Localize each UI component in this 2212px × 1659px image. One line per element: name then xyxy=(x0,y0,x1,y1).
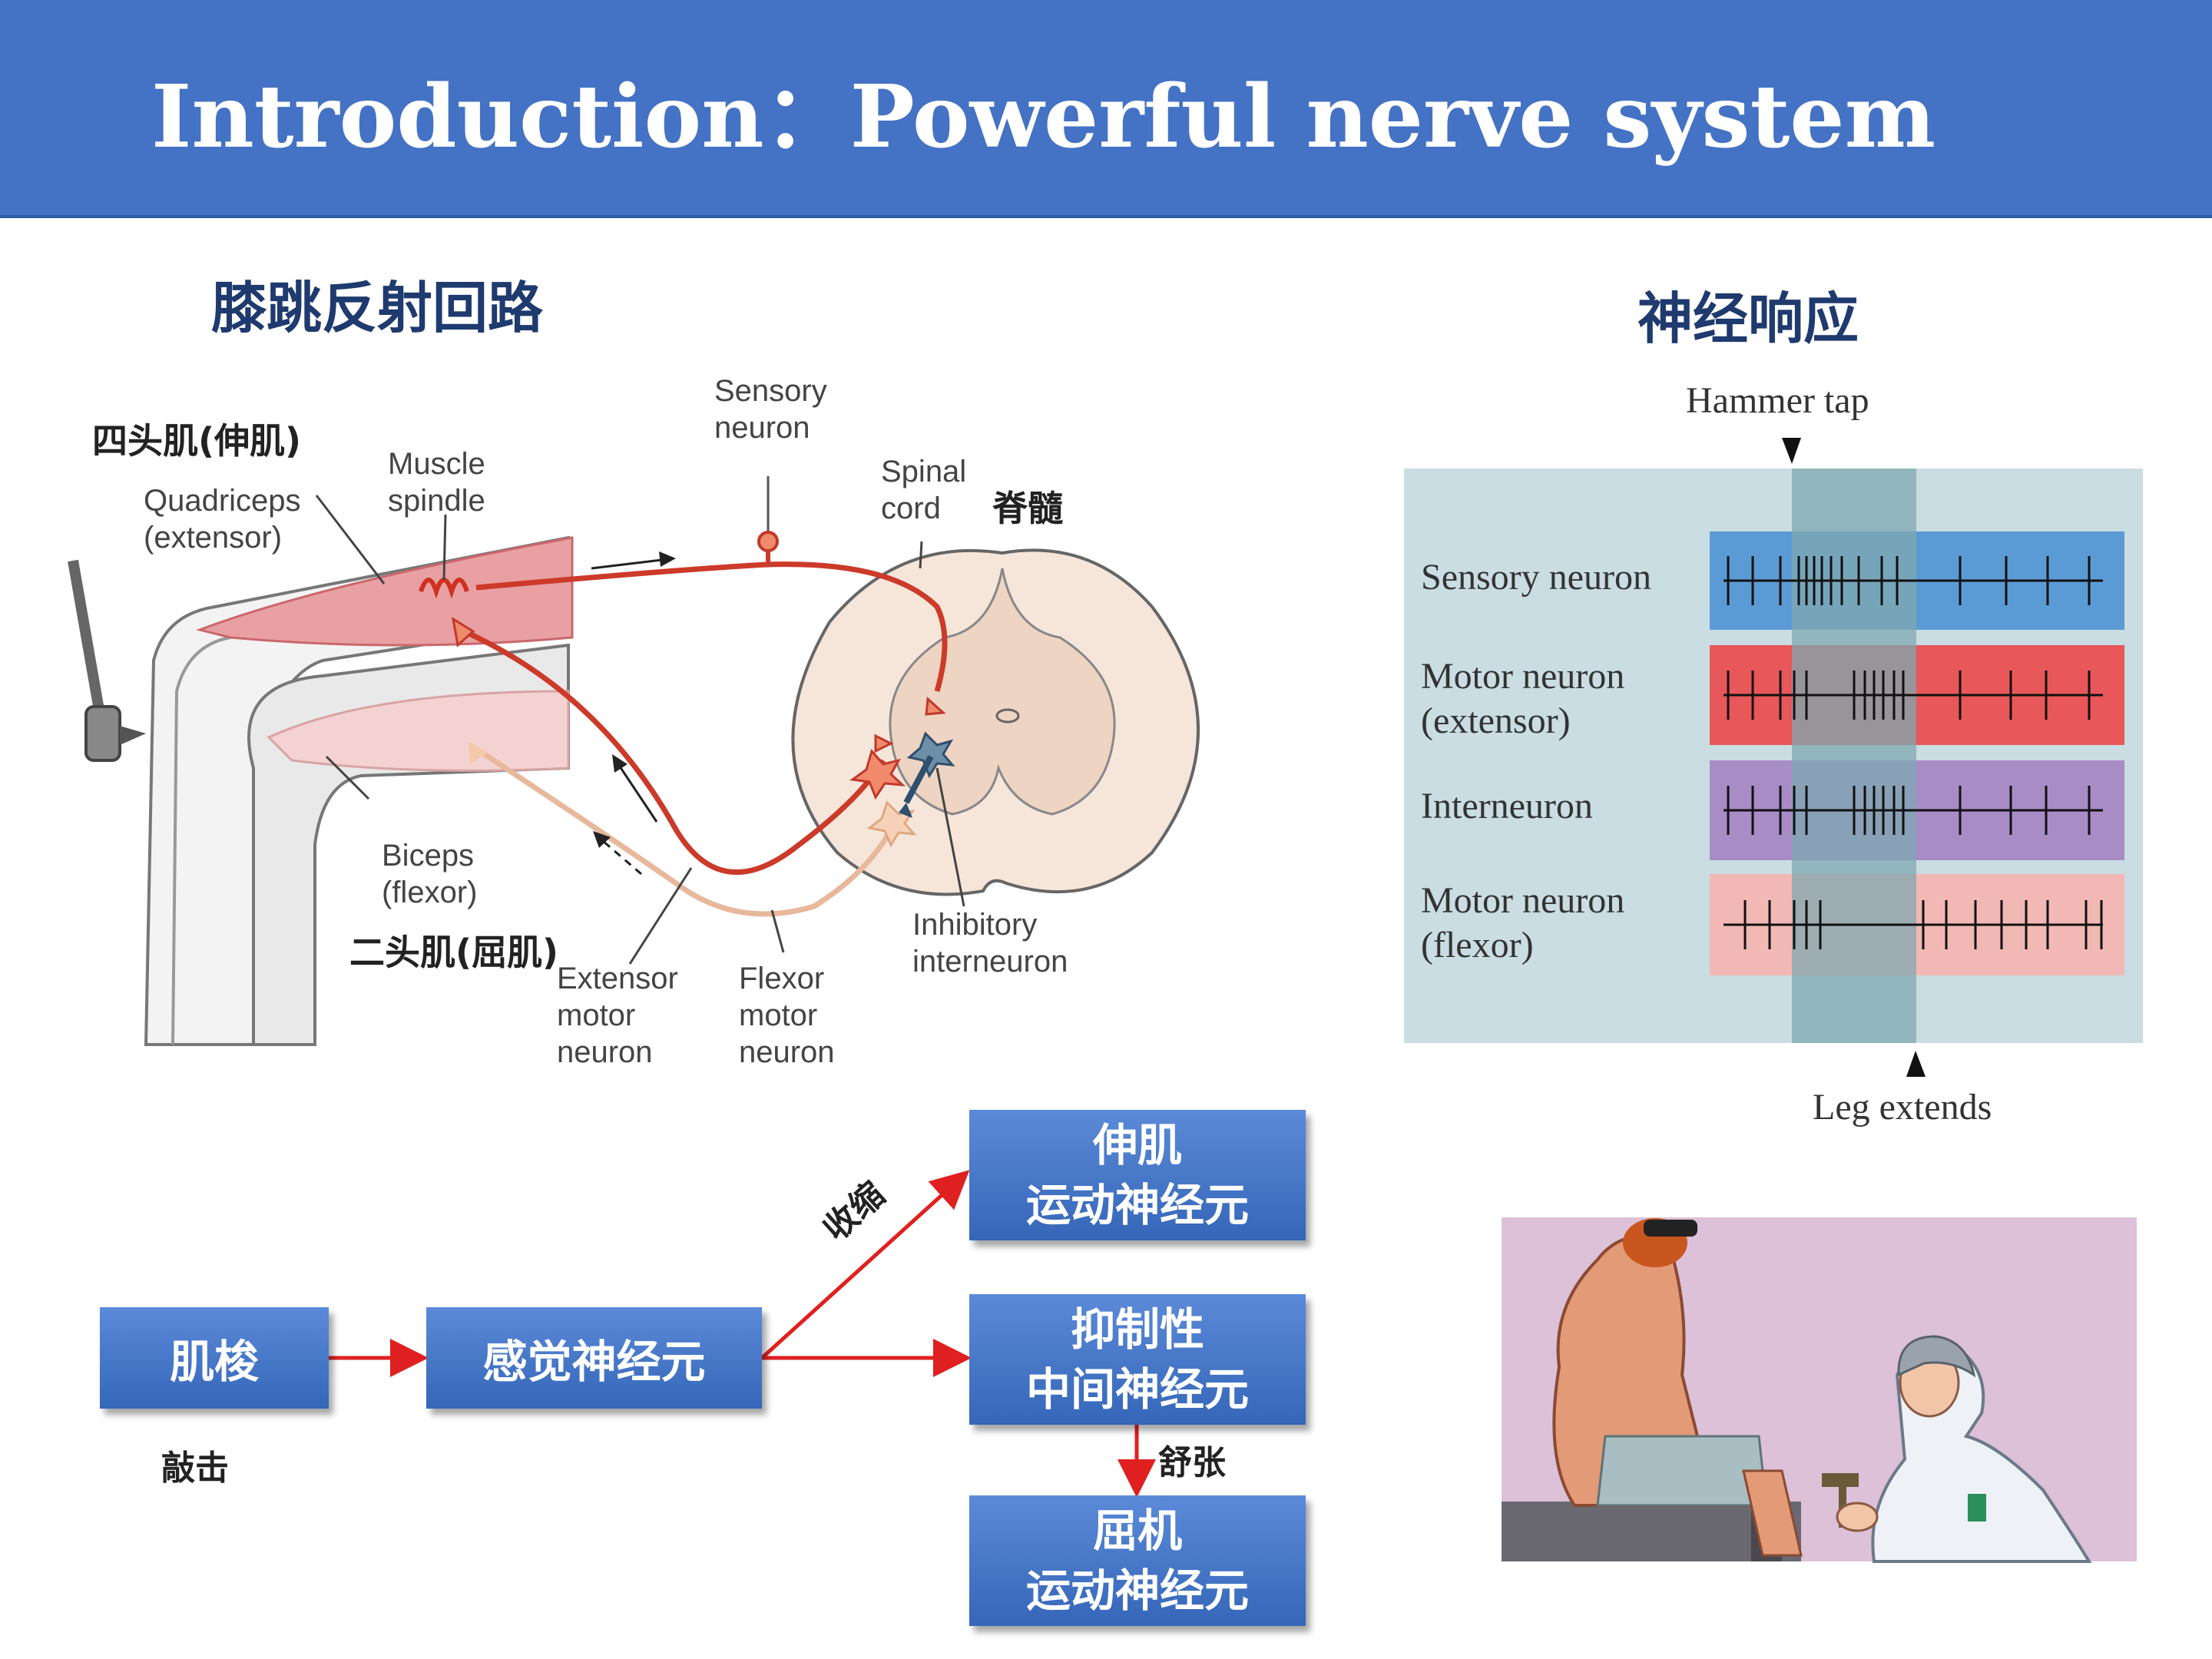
label-biceps: Biceps (flexor) xyxy=(382,839,478,909)
label-inhibitory-interneuron: Inhibitory interneuron xyxy=(912,908,1068,979)
flexor-motor-neuron-box: 屈机运动神经元 xyxy=(969,1495,1306,1626)
label-flexor-motor-neuron: Flexor motor neuron xyxy=(739,962,835,1069)
label-biceps-cn: 二头肌(屈肌) xyxy=(349,932,559,973)
neural-response-heading: 神经响应 xyxy=(1637,286,1859,351)
label-quadriceps: Quadriceps (extensor) xyxy=(144,484,301,555)
leg-extends-marker xyxy=(1906,1051,1926,1077)
label-extensor-motor-neuron: Extensor motor neuron xyxy=(557,962,678,1069)
row-label-motor-extensor: Motor neuron (extensor) xyxy=(1421,656,1625,741)
sensory-neuron-box: 感觉神经元 xyxy=(426,1307,762,1409)
title-bar xyxy=(0,0,2212,218)
label-relax: 舒张 xyxy=(1158,1443,1226,1482)
tap-window xyxy=(1792,469,1916,1043)
label-quadriceps-cn: 四头肌(伸肌) xyxy=(92,420,302,462)
row-label-motor-flexor: Motor neuron (flexor) xyxy=(1421,880,1625,965)
hammer-tap-marker xyxy=(1782,438,1801,464)
label-spinal-cord: Spinal cord xyxy=(881,455,967,525)
label-tap: 敲击 xyxy=(161,1449,229,1488)
reflex-circuit-heading: 膝跳反射回路 xyxy=(211,276,544,340)
hammer-tap-label: Hammer tap xyxy=(1686,380,1869,421)
arrow-sensory-to-extensor xyxy=(760,1170,970,1359)
extensor-motor-neuron-box: 伸肌运动神经元 xyxy=(969,1110,1306,1240)
label-muscle-spindle: Muscle spindle xyxy=(388,447,485,518)
inhibitory-interneuron-box: 抑制性中间神经元 xyxy=(969,1294,1306,1425)
row-label-sensory: Sensory neuron xyxy=(1421,557,1651,598)
spindle-box: 肌梭 xyxy=(100,1307,329,1409)
label-spinal-cord-cn: 脊髓 xyxy=(992,488,1063,529)
leg-extends-label: Leg extends xyxy=(1813,1087,1992,1128)
row-label-interneuron: Interneuron xyxy=(1421,786,1593,826)
reflex-hammer-icon xyxy=(68,559,146,762)
label-sensory-neuron: Sensory neuron xyxy=(714,374,827,445)
slide-title: Introduction：Powerful nerve system xyxy=(151,67,1936,167)
